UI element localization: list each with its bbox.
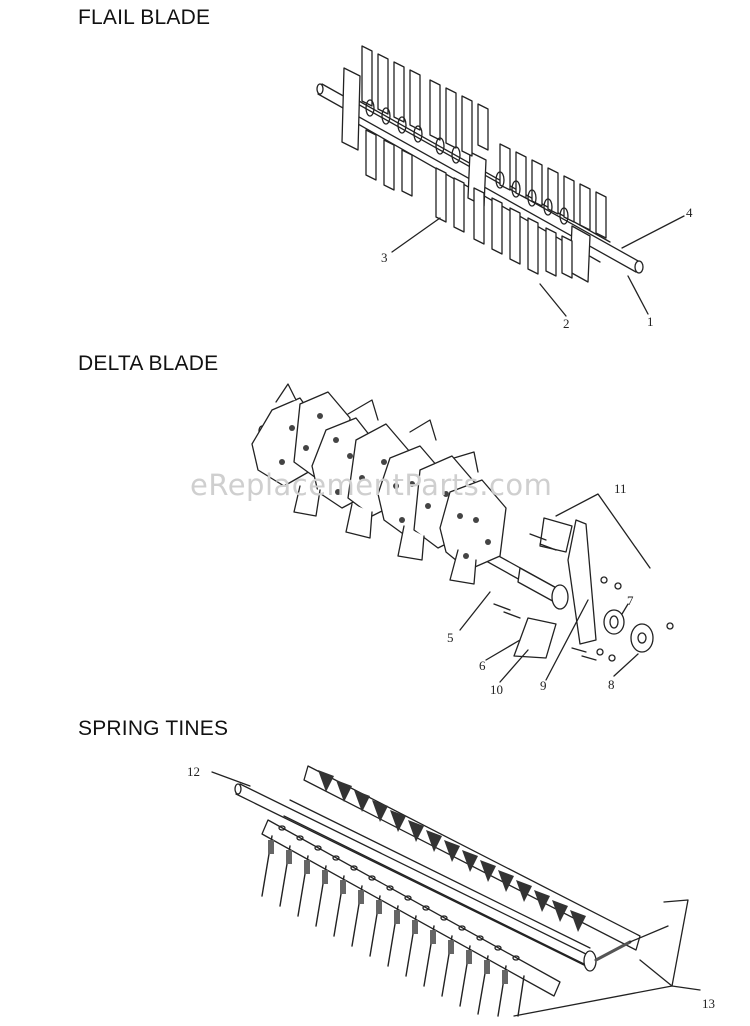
tine-shaft	[235, 783, 591, 967]
delta-blades	[251, 383, 507, 585]
leader-2	[539, 283, 567, 317]
tine-holes	[278, 825, 520, 961]
flail-shaft-end	[634, 260, 644, 274]
watermark: eReplacementParts.com	[190, 468, 553, 502]
callout-1: 1	[647, 314, 654, 329]
callout-2: 2	[563, 316, 570, 331]
callout-4: 4	[686, 205, 693, 220]
flail-blade-assembly	[316, 45, 685, 317]
callout-10: 10	[490, 682, 503, 697]
delta-fasteners	[493, 533, 622, 662]
flail-blade-title: FLAIL BLADE	[78, 6, 211, 29]
spring-tines-assembly	[211, 765, 701, 1017]
delta-blade-title: DELTA BLADE	[78, 352, 219, 375]
loose-spring	[594, 940, 632, 962]
flail-blades-lower	[365, 129, 573, 279]
delta-blade-assembly	[251, 383, 674, 683]
callout-12: 12	[187, 764, 200, 779]
tine-springs	[268, 840, 508, 984]
leader-1	[627, 275, 649, 315]
leader-13	[513, 899, 701, 1017]
callout-3: 3	[381, 250, 388, 265]
leader-3	[391, 217, 441, 253]
leader-11	[555, 493, 651, 569]
tine-bar	[261, 819, 561, 997]
spring-tines-title: SPRING TINES	[78, 717, 229, 740]
flail-end-plate	[341, 67, 361, 151]
callout-8: 8	[608, 677, 615, 692]
flail-spacers	[365, 99, 569, 225]
delta-flange	[630, 623, 654, 653]
delta-loose-blade	[513, 617, 557, 659]
callout-13: 13	[702, 996, 715, 1011]
leader-10	[499, 649, 529, 683]
leader-7	[621, 603, 629, 615]
callout-11: 11	[614, 481, 627, 496]
leader-6	[485, 639, 521, 661]
tine-top-teeth	[318, 770, 586, 932]
callout-9: 9	[540, 678, 547, 693]
leader-4	[621, 215, 685, 249]
callout-5: 5	[447, 630, 454, 645]
delta-end-plate	[567, 519, 597, 645]
callout-6: 6	[479, 658, 486, 673]
leader-8	[613, 653, 639, 677]
leader-5	[459, 591, 491, 631]
flail-blades-upper	[361, 45, 607, 239]
leader-9	[545, 599, 589, 681]
delta-bolts	[279, 413, 491, 559]
callout-7: 7	[627, 593, 634, 608]
delta-bearing	[603, 609, 625, 635]
leader-12	[211, 771, 251, 787]
